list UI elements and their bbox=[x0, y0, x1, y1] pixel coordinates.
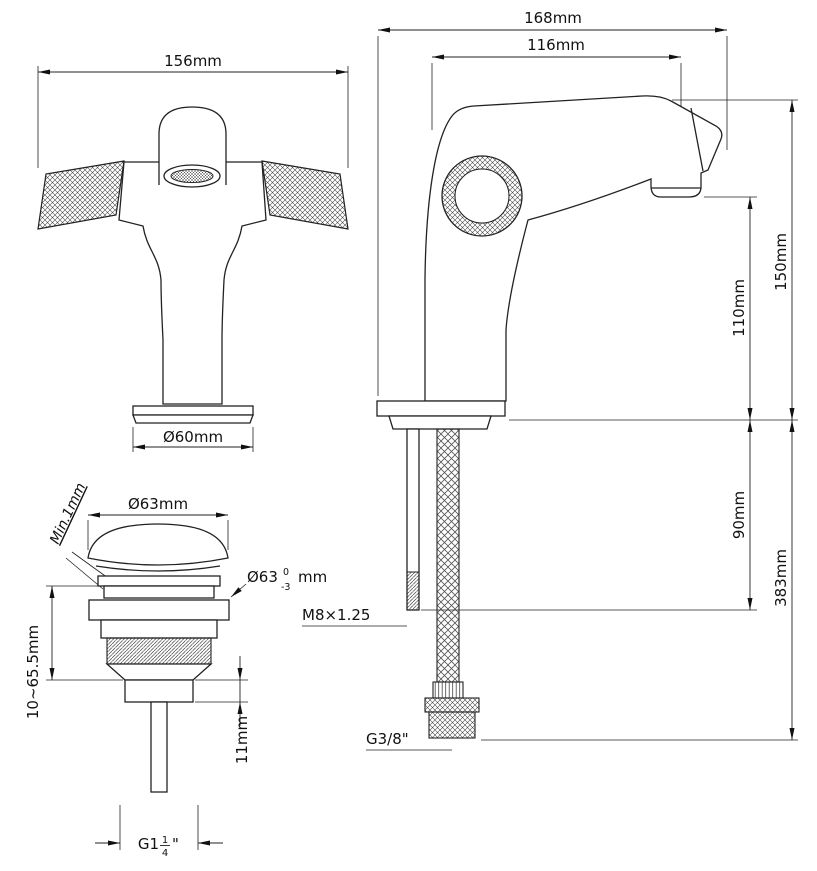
front-view: 156mm Ø60mm bbox=[37, 52, 349, 452]
flange-unit-label: mm bbox=[298, 568, 327, 586]
waste-thread-section bbox=[106, 637, 212, 665]
waste-view: Min.1mm Ø63mm Ø63 0 -3 mm bbox=[24, 481, 327, 859]
dim-locknut-height: 11mm bbox=[195, 656, 251, 764]
right-handle bbox=[261, 160, 349, 230]
dim-cap-diameter-label: Ø63mm bbox=[128, 495, 188, 513]
dim-cap-diameter: Ø63mm bbox=[87, 495, 229, 550]
hose-thread-label: G3/8" bbox=[366, 730, 409, 748]
dim-spout-height-label: 110mm bbox=[730, 279, 748, 337]
waste-thread-quote: " bbox=[172, 835, 179, 853]
dim-waste-thread: G1 1 4 " bbox=[95, 805, 223, 859]
faucet-body-side bbox=[424, 95, 723, 402]
hose-nut-flange bbox=[424, 697, 480, 713]
flange-dim-label: Ø63 bbox=[247, 568, 278, 586]
waste-thread-numerator: 1 bbox=[162, 835, 168, 846]
dim-shank-length-label: 90mm bbox=[730, 491, 748, 539]
leader-line bbox=[65, 557, 104, 590]
spout-tip-line bbox=[690, 107, 704, 172]
shank-rod-thread bbox=[406, 571, 420, 611]
dim-front-width: 156mm bbox=[37, 52, 349, 168]
waste-thread-denominator: 4 bbox=[162, 848, 168, 859]
front-base-plate bbox=[132, 405, 254, 416]
note-min-gap: Min.1mm bbox=[47, 481, 109, 590]
waste-body-flange bbox=[88, 599, 230, 621]
dim-hose-length-label: 383mm bbox=[772, 549, 790, 607]
knob-face bbox=[454, 168, 510, 224]
side-view: 168mm 116mm M8×1.25 bbox=[302, 9, 798, 751]
flange-tol-lower: -3 bbox=[281, 582, 290, 593]
waste-top-flange bbox=[97, 575, 221, 587]
waste-tailpipe bbox=[150, 701, 168, 793]
dim-hose-length: 383mm bbox=[772, 420, 795, 740]
waste-body bbox=[100, 619, 218, 639]
hose-collar bbox=[432, 681, 464, 699]
shank-thread-label: M8×1.25 bbox=[302, 606, 370, 624]
waste-cap-lip bbox=[95, 565, 221, 572]
dim-shank-length: 90mm bbox=[730, 420, 753, 610]
dim-clamping-range-label: 10~65.5mm bbox=[24, 625, 42, 719]
waste-locknut bbox=[124, 679, 194, 703]
label-flange-tolerance: Ø63 0 -3 mm bbox=[230, 567, 327, 598]
supply-hose bbox=[436, 428, 460, 683]
waste-taper bbox=[105, 663, 213, 681]
faucet-body-front bbox=[118, 161, 267, 405]
dim-spout-height: 110mm bbox=[730, 197, 753, 420]
dim-spout-reach-label: 116mm bbox=[527, 36, 585, 54]
dim-front-width-label: 156mm bbox=[164, 52, 222, 70]
label-shank-thread: M8×1.25 bbox=[302, 606, 407, 627]
dim-locknut-label: 11mm bbox=[233, 716, 251, 764]
aerator-mesh bbox=[170, 169, 214, 183]
side-base-plate bbox=[376, 400, 506, 417]
dim-clamping-range: 10~65.5mm bbox=[24, 585, 123, 719]
aerator-ring bbox=[163, 164, 221, 188]
dim-base-diameter: Ø60mm bbox=[132, 427, 254, 452]
side-base-collar bbox=[388, 415, 492, 430]
waste-thread-prefix: G1 bbox=[138, 835, 159, 853]
dim-body-height-label: 150mm bbox=[772, 233, 790, 291]
waste-seal-ring bbox=[103, 585, 215, 599]
front-base-foot bbox=[132, 414, 254, 424]
dim-total-reach-label: 168mm bbox=[524, 9, 582, 27]
dim-base-diameter-label: Ø60mm bbox=[163, 428, 223, 446]
leader-line bbox=[230, 583, 247, 598]
waste-cap bbox=[87, 523, 229, 566]
dim-total-reach: 168mm bbox=[377, 9, 728, 396]
leader-line bbox=[71, 551, 109, 579]
faucet-head bbox=[158, 106, 227, 185]
flange-tol-upper: 0 bbox=[283, 567, 289, 578]
hose-nut-body bbox=[428, 711, 476, 739]
dim-body-height: 150mm bbox=[772, 100, 795, 420]
min-gap-label: Min.1mm bbox=[47, 481, 89, 547]
label-hose-thread: G3/8" bbox=[366, 730, 452, 751]
left-handle bbox=[37, 160, 125, 230]
